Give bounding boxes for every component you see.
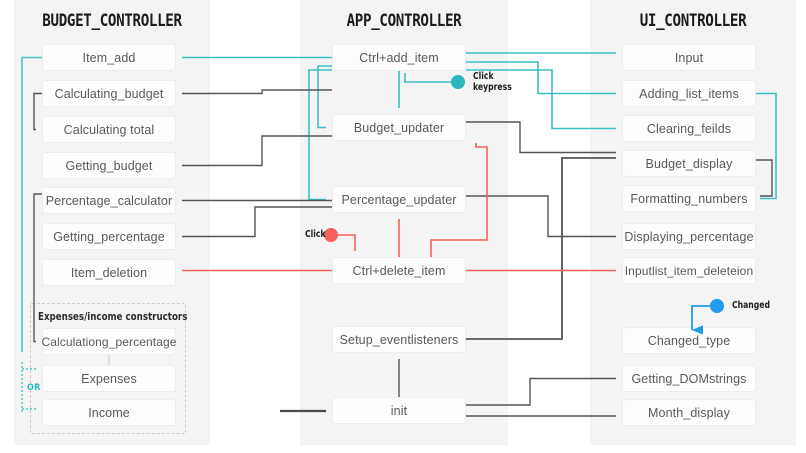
click-delete-dot-icon [324, 228, 338, 242]
node-item-deletion[interactable]: Item_deletion [42, 259, 176, 286]
node-ctrl-delete-item[interactable]: Ctrl+delete_item [332, 257, 466, 284]
node-ctrl-add-item[interactable]: Ctrl+add_item [332, 44, 466, 71]
node-getting-budget[interactable]: Getting_budget [42, 152, 176, 179]
changed-label: Changed [732, 300, 771, 311]
node-displaying-percentage[interactable]: Displaying_percentage [622, 223, 756, 250]
node-init[interactable]: init [332, 397, 466, 424]
node-setup-eventlisteners[interactable]: Setup_eventlisteners [332, 326, 466, 353]
changed-connector [691, 305, 716, 335]
node-input[interactable]: Input [622, 44, 756, 71]
node-calculating-total[interactable]: Calculating total [42, 116, 176, 143]
node-clearing-feilds[interactable]: Clearing_feilds [622, 115, 756, 142]
node-budget-display[interactable]: Budget_display [622, 150, 756, 177]
column-title-budget-controller: BUDGET_CONTROLLER [42, 11, 182, 30]
node-percentage-updater[interactable]: Percentage_updater [332, 186, 466, 213]
node-formatting-numbers[interactable]: Formatting_numbers [622, 185, 756, 212]
click-keypress-dot-icon [451, 75, 465, 89]
or-marker-label: OR [27, 383, 41, 393]
node-income[interactable]: Income [42, 399, 176, 426]
column-title-app-controller: APP_CONTROLLER [346, 11, 462, 30]
node-month-display[interactable]: Month_display [622, 399, 756, 426]
node-inputlist-item-deleteion[interactable]: Inputlist_item_deleteion [622, 257, 756, 284]
node-getting-domstrings[interactable]: Getting_DOMstrings [622, 365, 756, 392]
click-keypress-label: Click keypress [473, 71, 512, 93]
changed-dot-icon [710, 299, 724, 313]
node-budget-updater[interactable]: Budget_updater [332, 114, 466, 141]
node-expenses[interactable]: Expenses [42, 365, 176, 392]
node-adding-list-items[interactable]: Adding_list_items [622, 80, 756, 107]
node-getting-percentage[interactable]: Getting_percentage [42, 223, 176, 250]
node-changed-type[interactable]: Changed_type [622, 327, 756, 354]
node-item-add[interactable]: Item_add [42, 44, 176, 71]
group-label-constructors: Expenses/income constructors [38, 311, 188, 323]
node-calculating-budget[interactable]: Calculating_budget [42, 80, 176, 107]
node-percentage-calculator[interactable]: Percentage_calculator [42, 187, 176, 214]
column-title-ui-controller: UI_CONTROLLER [639, 11, 747, 30]
click-delete-label: Click [305, 229, 326, 240]
node-calculationg-percentage[interactable]: Calculationg_percentage [41, 328, 176, 355]
